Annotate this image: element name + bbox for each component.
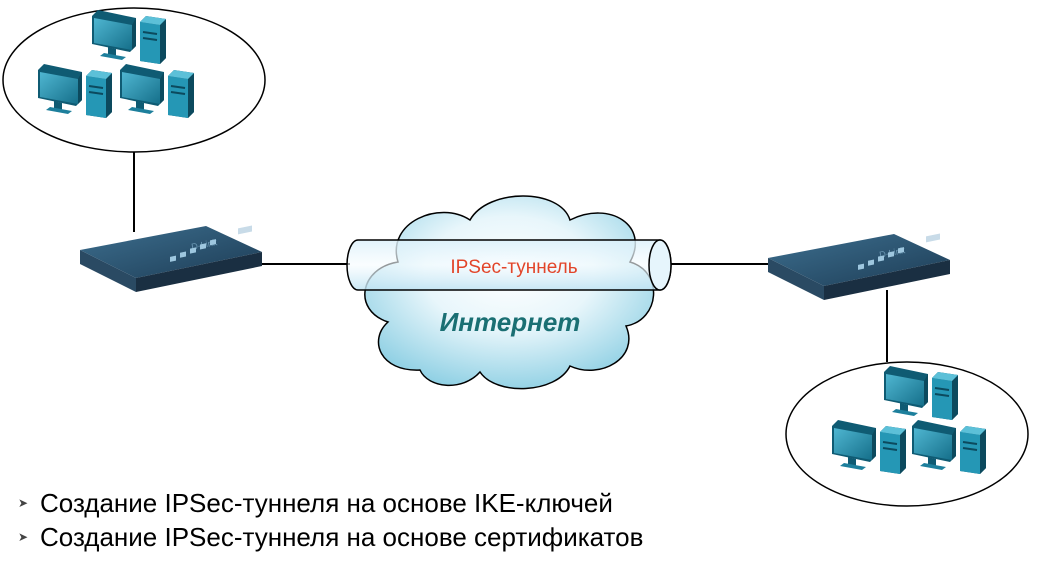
bullet-arrow-icon: ➤ [17,530,29,544]
bullet-item-certificates: ➤ Создание IPSec-туннеля на основе серти… [16,520,643,554]
bullet-item-ike: ➤ Создание IPSec-туннеля на основе IKE-к… [16,486,643,520]
right-lan-group [785,361,1029,507]
tunnel-label: IPSec-туннель [450,257,577,278]
left-lan-group [2,7,266,153]
right-router-icon [768,233,950,300]
ipsec-tunnel-tube [346,239,672,291]
bullet-text: Создание IPSec-туннеля на основе сертифи… [40,522,644,552]
internet-cloud-icon [364,195,655,390]
bullet-list: ➤ Создание IPSec-туннеля на основе IKE-к… [16,486,643,554]
cloud-label: Интернет [440,307,581,337]
left-router-icon [80,225,262,292]
bullet-arrow-icon: ➤ [17,496,29,510]
bullet-text: Создание IPSec-туннеля на основе IKE-клю… [40,488,613,518]
